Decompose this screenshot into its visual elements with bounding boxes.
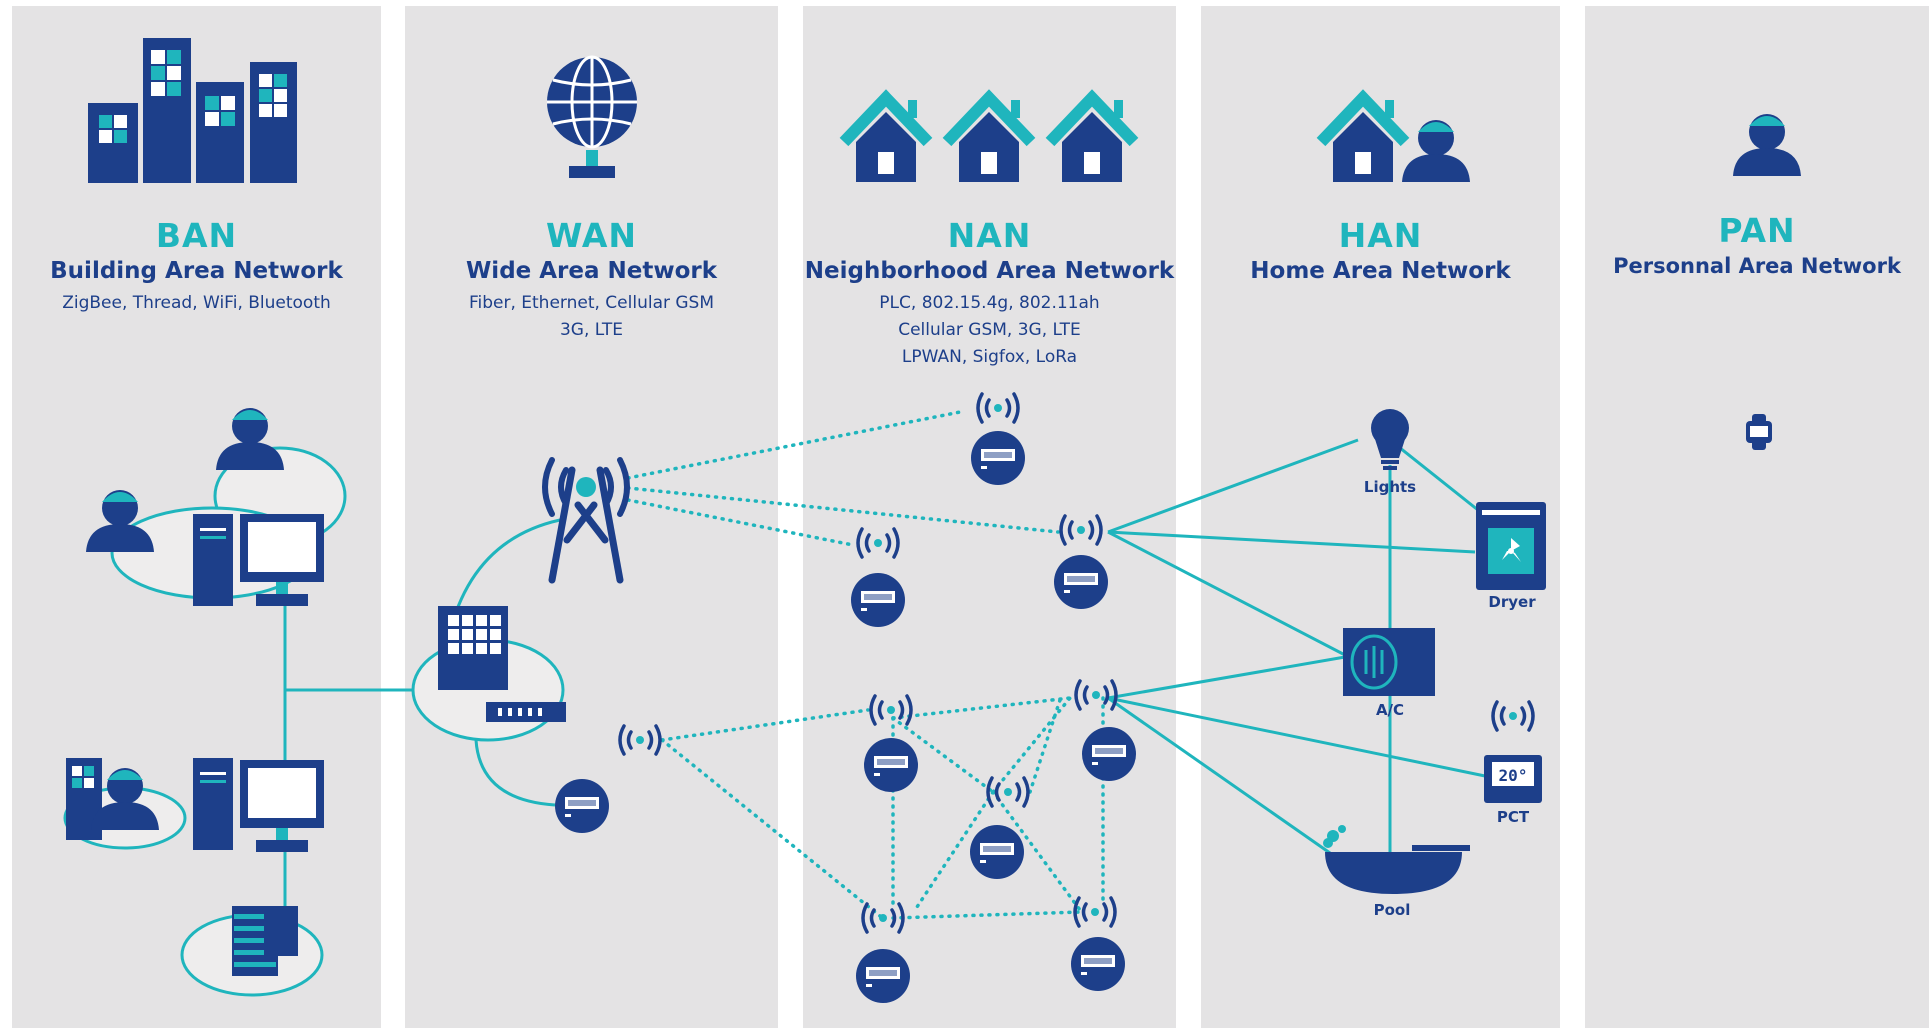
smart-meter-icon — [971, 431, 1025, 485]
smart-meter-icon — [1054, 555, 1108, 609]
person-icon-han — [1402, 120, 1470, 182]
wan-abbr: WAN — [545, 216, 638, 255]
smart-meter-icon — [851, 573, 905, 627]
nan-tech-line-3: LPWAN, Sigfox, LoRa — [901, 347, 1078, 367]
han-abbr: HAN — [1338, 216, 1423, 255]
wireless-signal-icon — [861, 902, 905, 934]
lights-label: Lights — [1364, 478, 1416, 496]
server-icon — [232, 906, 298, 976]
person-icon-ban-1 — [216, 408, 284, 470]
ban-full-name: Building Area Network — [50, 258, 343, 284]
pool-icon — [1323, 825, 1470, 894]
pan-abbr: PAN — [1718, 211, 1796, 250]
cell-tower-icon — [542, 457, 630, 584]
ban-abbr: BAN — [155, 216, 238, 255]
globe-icon — [547, 55, 637, 178]
wireless-signal-icon-pct — [1491, 700, 1535, 732]
pan-full-name: Personnal Area Network — [1613, 254, 1901, 278]
router-icon — [438, 606, 566, 722]
house-icon-han — [1321, 98, 1405, 182]
dryer-label: Dryer — [1488, 593, 1536, 611]
nan-abbr: NAN — [947, 216, 1032, 255]
buildings-icon — [88, 38, 297, 183]
smart-meter-icon — [970, 825, 1024, 879]
ban-tech-line-1: ZigBee, Thread, WiFi, Bluetooth — [62, 293, 331, 313]
wan-tech-line-2: 3G, LTE — [559, 320, 624, 340]
smartwatch-icon — [1746, 414, 1772, 450]
light-bulb-icon — [1371, 409, 1409, 470]
pool-label: Pool — [1374, 901, 1411, 919]
wireless-signal-icon-wan — [618, 724, 662, 756]
smart-meter-icon-wan — [555, 779, 609, 833]
smart-meter-icon — [1071, 937, 1125, 991]
thermostat-icon: 20° — [1484, 755, 1542, 803]
thermostat-display: 20° — [1499, 766, 1528, 785]
nan-tech-line-2: Cellular GSM, 3G, LTE — [898, 320, 1081, 340]
nan-full-name: Neighborhood Area Network — [804, 258, 1175, 284]
wan-tech-line-1: Fiber, Ethernet, Cellular GSM — [468, 293, 715, 313]
wireless-signal-icon — [1059, 514, 1103, 546]
wireless-signal-icon — [1074, 679, 1118, 711]
pct-label: PCT — [1497, 808, 1530, 826]
wireless-signal-icon — [1073, 896, 1117, 928]
wireless-signal-icon — [869, 694, 913, 726]
han-full-name: Home Area Network — [1250, 258, 1511, 284]
ac-unit-icon — [1343, 628, 1435, 696]
pan-column: PAN Personnal Area Network — [1585, 6, 1929, 1028]
computer-icon-2 — [193, 758, 324, 852]
house-icon-3 — [1050, 98, 1134, 182]
ac-label: A/C — [1376, 701, 1404, 719]
nan-tech-line-1: PLC, 802.15.4g, 802.11ah — [879, 293, 1100, 313]
person-icon-pan — [1733, 114, 1801, 176]
wireless-signal-icon — [976, 392, 1020, 424]
smart-meter-icon — [856, 949, 910, 1003]
dryer-icon — [1476, 502, 1546, 590]
wan-full-name: Wide Area Network — [465, 258, 718, 284]
house-icon-1 — [844, 98, 928, 182]
house-icon-2 — [947, 98, 1031, 182]
computer-icon-1 — [193, 514, 324, 606]
smart-meter-icon — [1082, 727, 1136, 781]
wireless-signal-icon — [856, 527, 900, 559]
smart-meter-icon — [864, 738, 918, 792]
